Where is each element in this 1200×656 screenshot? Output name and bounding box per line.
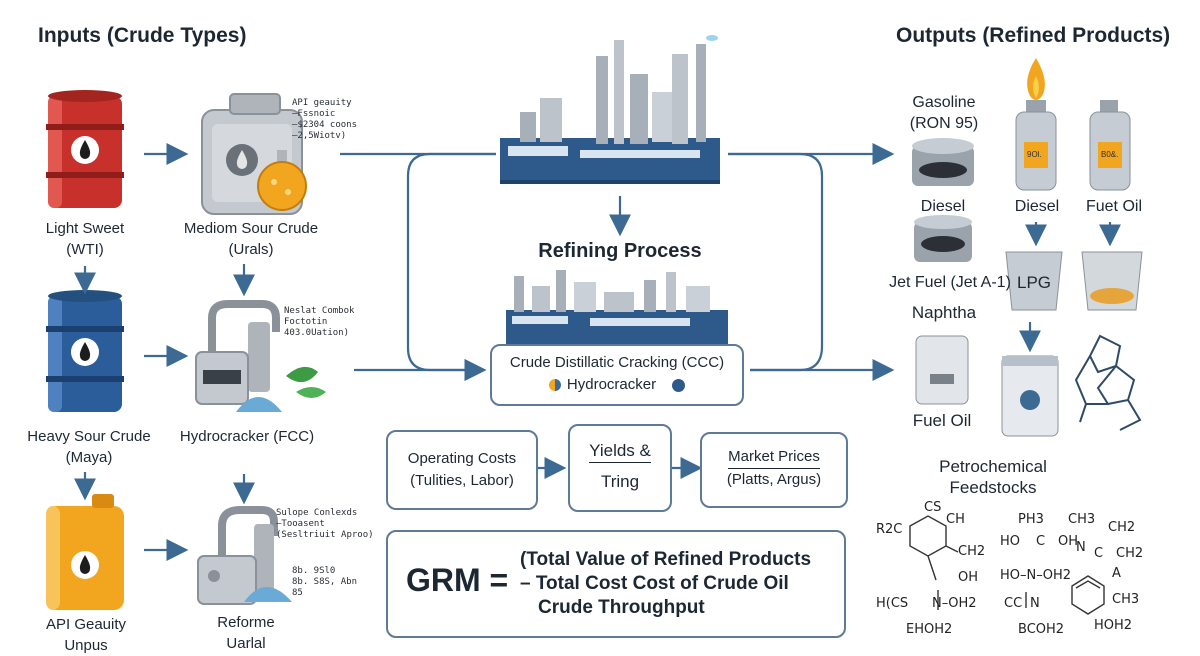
hydrocracker-unit-icon [195, 300, 326, 412]
naphtha-jar-icon [915, 335, 969, 405]
chem-c5: CH3 [1068, 512, 1096, 527]
reformer-note: Sulope Conlexds–Tooasent(Sesltriuit Apro… [276, 508, 374, 540]
hydrocracker-dot-icon [548, 379, 561, 391]
process-box-line2: Hydrocracker [566, 376, 657, 393]
grm-formula-box: GRM = (Total Value of Refined Products –… [386, 530, 846, 638]
chem-c4: CH2 [1116, 546, 1144, 561]
inputs-title: Inputs (Crude Types) [38, 24, 247, 47]
chem-c1: CH2 [1108, 520, 1136, 535]
chem-a5: OH [958, 570, 979, 585]
chem-a7: N–OH2 [932, 596, 977, 611]
chem-a8: EHOH2 [906, 622, 953, 637]
chem-structures [909, 515, 1105, 615]
chem-b8: BCOH2 [1018, 622, 1065, 637]
jet-fuel-label: Jet Fuel (Jet A-1) [889, 274, 1011, 291]
container-icon [1001, 355, 1059, 437]
molecule-icon [1074, 334, 1142, 431]
process-box-line1: Crude Distillatic Cracking (CCC) [509, 354, 725, 371]
diesel-right-label: Diesel [1014, 198, 1060, 215]
refinery-middle-icon [506, 270, 728, 344]
grm-rhs: (Total Value of Refined Products – Total… [520, 549, 812, 618]
fuel-oil-label: Fuel Oil [912, 411, 972, 430]
canister-flask-icon [201, 93, 307, 215]
chem-b1: PH3 [1018, 512, 1044, 527]
chem-c8: HOH2 [1094, 618, 1133, 633]
lpg-label: LPG [1016, 273, 1052, 292]
market-prices-box: Market Prices (Platts, Argus) [700, 432, 848, 508]
lpg-cup-icon [1005, 251, 1063, 311]
reformer-unit-icon [197, 506, 292, 605]
refinery-top-icon [500, 35, 720, 184]
chem-b5: HO–N–OH2 [1000, 568, 1072, 583]
flame-bottle-icon [1015, 58, 1057, 191]
outputs-title: Outputs (Refined Products) [896, 24, 1171, 47]
light-sweet-label: Light Sweet(WTI) [45, 220, 125, 258]
chem-a1: R2C [876, 522, 903, 537]
bottle1-label: 9Ol. [1027, 150, 1042, 159]
yellow-jerrycan-icon [46, 494, 124, 610]
chem-b4: OH [1058, 534, 1079, 549]
process-box: Crude Distillatic Cracking (CCC) Hydrocr… [490, 344, 744, 406]
blue-barrel-icon [46, 290, 124, 412]
bottle2-label: B0&. [1101, 150, 1119, 159]
chem-b2: HO [1000, 534, 1021, 549]
heavy-sour-label: Heavy Sour Crude(Maya) [27, 428, 151, 466]
chem-c7: CH3 [1112, 592, 1140, 607]
hydrocracker-label: Hydrocracker (FCC) [179, 428, 315, 445]
chem-b3: C [1036, 534, 1046, 549]
chem-b6: CC [1004, 596, 1023, 611]
gasoline-pot-icon [912, 138, 974, 186]
chem-a3: CH [946, 512, 965, 527]
blue-dot-icon [672, 378, 686, 392]
chem-a2: CS [924, 500, 942, 515]
flow-arrows [74, 143, 1121, 561]
red-barrel-icon [46, 90, 124, 208]
yields-box: Yields & Tring [568, 424, 672, 512]
diesel-left-label: Diesel [920, 198, 966, 215]
fuet-oil-label: Fuet Oil [1085, 198, 1142, 215]
diesel-pot-icon [914, 215, 972, 262]
chem-c2: N [1076, 540, 1086, 555]
medium-sour-note: API geauity–Fssnoic –$2304 coons–2,5Wiot… [292, 98, 358, 141]
refining-process-title: Refining Process [538, 240, 702, 262]
fuel-oil-cup-icon [1081, 251, 1143, 311]
chem-a6: H(CS [876, 596, 909, 611]
chem-b7: N [1030, 596, 1040, 611]
medium-sour-label: Mediom Sour Crude(Urals) [183, 220, 319, 258]
chem-c3: C [1094, 546, 1104, 561]
naphtha-label: Naphtha [911, 303, 977, 322]
chem-c6: A [1112, 566, 1121, 581]
gasoline-label: Gasoline(RON 95) [909, 94, 979, 132]
operating-costs-box: Operating Costs (Tulities, Labor) [386, 430, 538, 510]
chem-a4: CH2 [958, 544, 986, 559]
grm-lhs: GRM = [406, 562, 509, 598]
fuel-bottle-icon [1089, 100, 1131, 191]
